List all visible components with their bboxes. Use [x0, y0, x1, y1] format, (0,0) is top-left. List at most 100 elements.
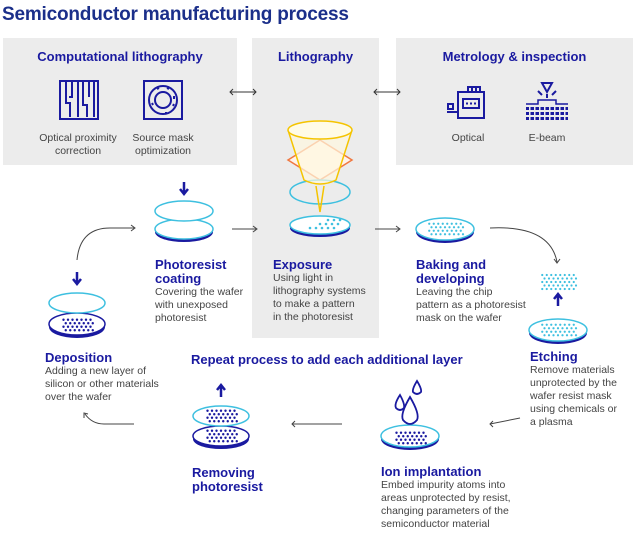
pattern-dot [568, 323, 571, 326]
pattern-dot [543, 284, 546, 287]
pattern-dot [222, 413, 225, 416]
pattern-dot [434, 226, 438, 229]
step-deposition: Deposition Adding a new layer of silicon… [45, 351, 165, 404]
pattern-dot [66, 318, 70, 321]
optical-proximity-label: Optical proximity correction [28, 132, 128, 158]
pattern-dot [233, 429, 236, 432]
pattern-dot [411, 435, 414, 438]
pattern-dot [547, 327, 551, 330]
step-title: Etching [530, 349, 578, 364]
step-desc: Remove materials [530, 364, 615, 376]
pattern-dot [543, 334, 546, 337]
pattern-dot [224, 416, 227, 419]
computational-lithography-panel: Computational lithography Optical proxim… [3, 38, 237, 165]
step-title: Ion implantation [381, 464, 482, 479]
pattern-dot [568, 280, 571, 284]
pattern-dot [226, 420, 229, 423]
pattern-dot [75, 325, 79, 328]
pattern-dot [87, 329, 90, 332]
pattern-dot [62, 325, 65, 328]
pattern-dot [226, 433, 229, 436]
pattern-dot [71, 318, 74, 321]
step-desc: Adding a new layer of [45, 365, 146, 377]
step-title: Baking and [416, 257, 487, 272]
step-photoresist-coating: Photoresist coating Covering the wafer w… [155, 258, 250, 325]
pattern-dot [568, 273, 571, 277]
pattern-dot [574, 327, 578, 330]
pattern-dot [552, 334, 555, 337]
step-title: Deposition [45, 350, 113, 365]
e-beam-icon [526, 82, 568, 121]
pattern-dot [408, 431, 412, 434]
pattern-dot [208, 433, 211, 436]
pattern-dot [64, 322, 67, 325]
pattern-dot [404, 431, 407, 434]
pattern-dot [84, 325, 88, 328]
pattern-dot [565, 334, 569, 337]
step-desc: with unexposed [155, 299, 228, 311]
pattern-dot [428, 222, 431, 225]
pattern-dot [545, 323, 548, 326]
pattern-dot [233, 409, 236, 412]
ion-implantation-illustration [380, 379, 440, 450]
pattern-dot [73, 322, 76, 325]
pattern-dot [441, 229, 444, 232]
pattern-dot [430, 233, 433, 236]
pattern-dot [552, 327, 555, 330]
pattern-dot [215, 436, 218, 439]
step-exposure: Exposure Using light in lithography syst… [273, 258, 378, 324]
double-arrow-icon [229, 88, 257, 96]
pattern-dot [215, 429, 218, 432]
arrow-etching-to-ion [489, 417, 521, 425]
pattern-dot [215, 409, 218, 412]
pattern-dot [71, 325, 74, 328]
pattern-dot [420, 435, 423, 438]
pattern-dot [561, 284, 564, 287]
panel-title: Computational lithography [37, 49, 203, 64]
pattern-dot [570, 327, 573, 330]
pattern-dot [563, 323, 566, 326]
pattern-dot [406, 435, 409, 438]
pattern-dot [424, 435, 427, 438]
pattern-dot [554, 330, 557, 333]
pattern-dot [428, 229, 431, 232]
pattern-dot [69, 329, 72, 332]
lithography-panel: Lithography [252, 38, 379, 338]
pattern-dot [66, 325, 70, 328]
pattern-dot [219, 416, 223, 419]
pattern-dot [235, 420, 238, 423]
exposure-illustration [286, 120, 354, 237]
pattern-dot [206, 409, 209, 412]
step-desc: to make a pattern [273, 298, 355, 310]
pattern-dot [556, 277, 560, 280]
pattern-dot [231, 420, 234, 423]
removing-photoresist-illustration [192, 382, 250, 449]
step-desc: using chemicals or [530, 403, 617, 415]
pattern-dot [446, 229, 449, 232]
pattern-dot [215, 416, 218, 419]
pattern-dot [545, 273, 548, 277]
pattern-dot [455, 229, 458, 232]
step-removing-photoresist: Removing photoresist [192, 466, 292, 494]
pattern-dot [570, 277, 573, 280]
optical-inspection-icon [447, 86, 485, 119]
pattern-dot [572, 280, 575, 284]
pattern-dot [64, 329, 67, 332]
pattern-dot [572, 323, 575, 326]
pattern-dot [208, 420, 211, 423]
pattern-dot [574, 284, 578, 287]
pattern-dot [75, 318, 79, 321]
pattern-dot [78, 322, 81, 325]
pattern-dot [446, 222, 449, 225]
pattern-dot [210, 409, 214, 412]
pattern-dot [206, 436, 209, 439]
pattern-dot [62, 318, 65, 321]
pattern-dot [213, 433, 216, 436]
pattern-dot [550, 330, 553, 333]
pattern-dot [222, 420, 225, 423]
pattern-dot [545, 280, 548, 284]
pattern-dot [395, 438, 398, 441]
pattern-dot [406, 442, 409, 445]
pattern-dot [235, 440, 238, 443]
pattern-dot [459, 229, 462, 232]
